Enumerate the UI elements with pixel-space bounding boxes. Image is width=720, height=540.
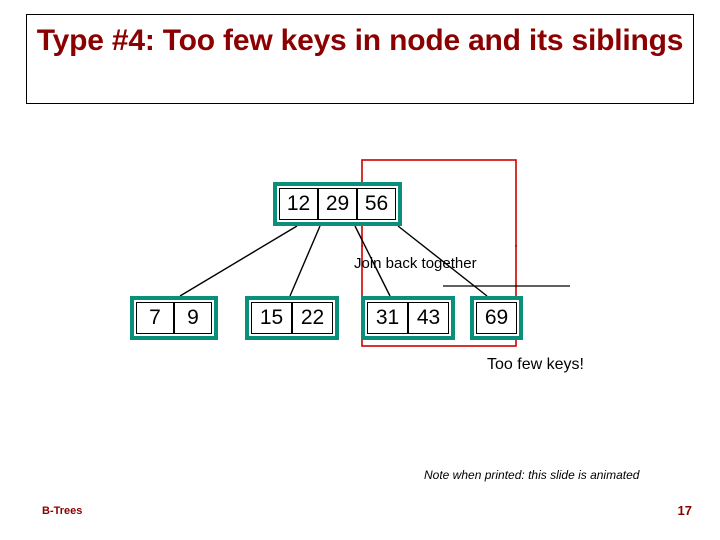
root-key-2: 56 — [357, 188, 396, 220]
animation-note: Note when printed: this slide is animate… — [424, 468, 640, 482]
annotation-join-back-together: Join back together — [354, 255, 477, 272]
leaf-node-1[interactable]: 7 9 — [130, 296, 218, 340]
leaf4-key-0: 69 — [476, 302, 517, 334]
root-node[interactable]: 12 29 56 — [273, 182, 402, 226]
page-title: Type #4: Too few keys in node and its si… — [36, 24, 684, 57]
leaf-node-4[interactable]: 69 — [470, 296, 523, 340]
leaf1-key-0: 7 — [136, 302, 174, 334]
edge-root-leaf1 — [179, 225, 298, 297]
root-key-0: 12 — [279, 188, 318, 220]
leaf3-key-1: 43 — [408, 302, 449, 334]
btree-diagram: 12 29 56 7 9 15 22 31 43 69 Join back to… — [0, 104, 720, 540]
leaf-node-3[interactable]: 31 43 — [361, 296, 455, 340]
leaf1-key-1: 9 — [174, 302, 212, 334]
leaf3-key-0: 31 — [367, 302, 408, 334]
title-box: Type #4: Too few keys in node and its si… — [26, 14, 694, 104]
leaf2-key-1: 22 — [292, 302, 333, 334]
edge-root-leaf2 — [289, 225, 321, 297]
annotation-too-few-keys: Too few keys! — [487, 356, 584, 373]
footer-page-number: 17 — [677, 503, 692, 518]
leaf-node-2[interactable]: 15 22 — [245, 296, 339, 340]
footer-topic-label: B-Trees — [42, 505, 83, 517]
root-key-1: 29 — [318, 188, 357, 220]
leaf2-key-0: 15 — [251, 302, 292, 334]
